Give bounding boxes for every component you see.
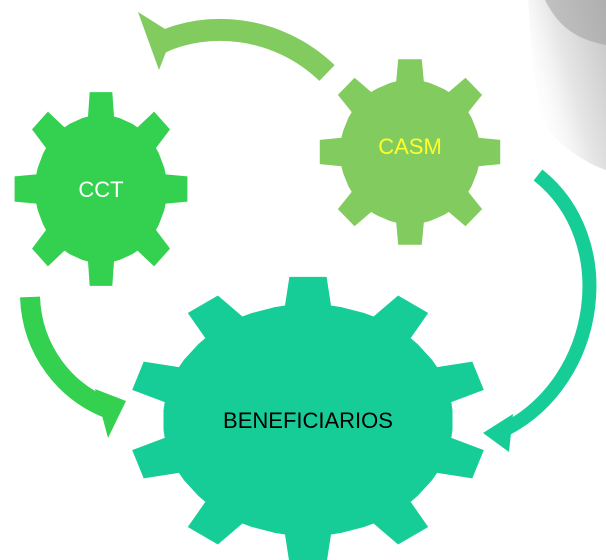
beneficiarios-label: BENEFICIARIOS [223, 408, 393, 433]
gear-cct: CCT [14, 92, 188, 286]
gear-beneficiarios: BENEFICIARIOS [132, 276, 484, 560]
casm-label: CASM [378, 134, 442, 159]
cct-label: CCT [78, 177, 123, 202]
background-photo [528, 0, 606, 170]
gear-casm: CASM [319, 59, 501, 245]
arrow-casm-to-beneficiarios [483, 169, 597, 452]
arrow-casm-to-cct [138, 12, 335, 82]
arrow-cct-to-beneficiarios [20, 296, 126, 438]
